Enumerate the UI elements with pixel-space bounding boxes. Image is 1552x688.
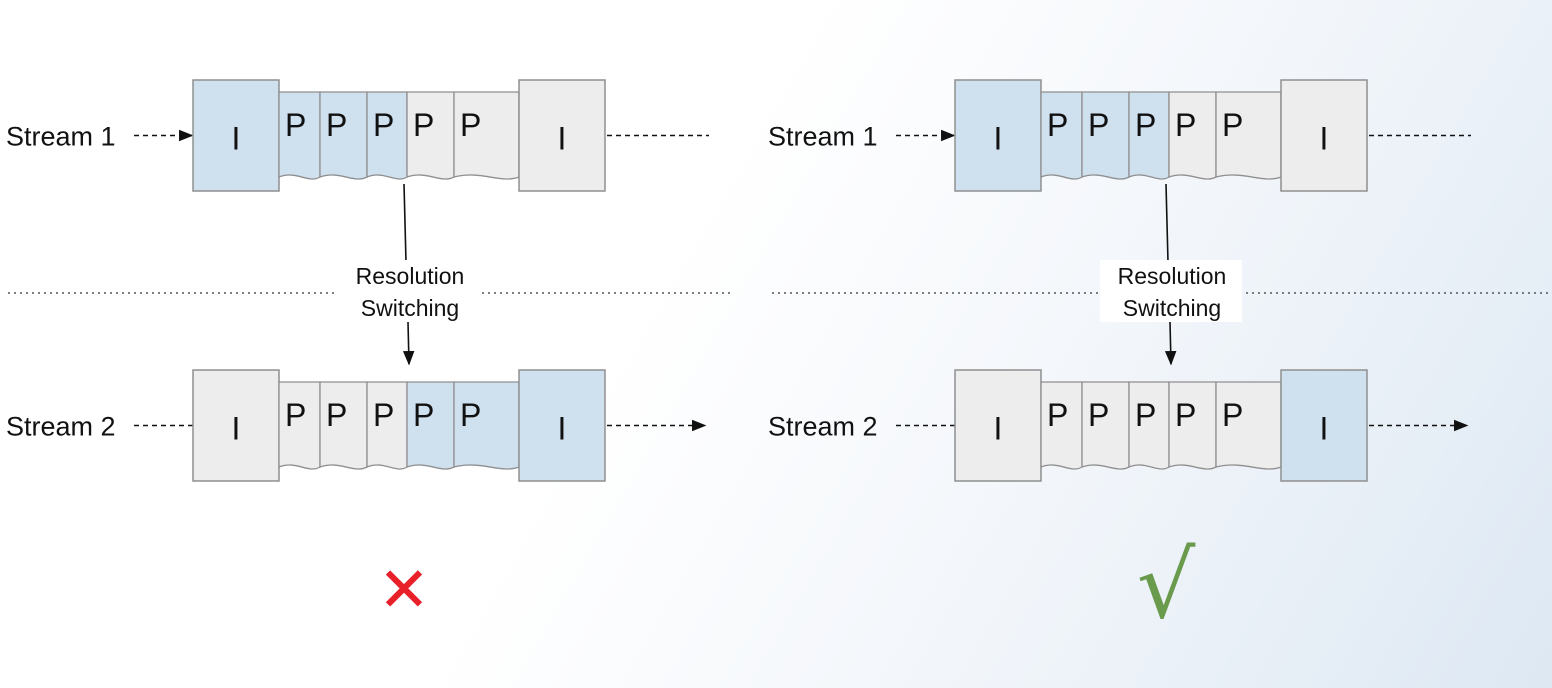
p-frame-label: P: [1175, 107, 1196, 143]
p-frame-label: P: [413, 397, 434, 433]
p-frame-stream1-3: P: [1128, 91, 1170, 180]
p-frame-stream2-5: P: [1215, 381, 1282, 470]
p-frame-stream2-2: P: [319, 381, 368, 470]
p-frame-label: P: [285, 107, 306, 143]
p-frame-label: P: [1088, 397, 1109, 433]
p-frame-label: P: [1088, 107, 1109, 143]
i-frame-stream1-0: I: [954, 79, 1042, 192]
i-frame-label: I: [558, 411, 567, 447]
check-icon: √: [1137, 532, 1196, 639]
i-frame-label: I: [1320, 121, 1329, 157]
p-frame-stream1-5: P: [453, 91, 520, 180]
switch-label-background: [338, 260, 480, 322]
switch-line: [1165, 183, 1169, 263]
cross-icon: ✕: [378, 553, 430, 626]
p-frame-label: P: [413, 107, 434, 143]
p-frame-stream1-2: P: [1081, 91, 1130, 180]
p-frame-label: P: [1135, 397, 1156, 433]
p-frame-stream2-5: P: [453, 381, 520, 470]
p-frame-stream2-4: P: [1168, 381, 1217, 470]
p-frame-stream1-5: P: [1215, 91, 1282, 180]
p-frame-label: P: [285, 397, 306, 433]
i-frame-label: I: [558, 121, 567, 157]
i-frame-stream1-0: I: [192, 79, 280, 192]
p-frame-stream1-4: P: [1168, 91, 1217, 180]
i-frame-box: [954, 369, 1042, 482]
p-frame-label: P: [1047, 107, 1068, 143]
i-frame-stream2-6: I: [1280, 369, 1368, 482]
stream1-label: Stream 1: [768, 122, 878, 152]
i-frame-label: I: [232, 121, 241, 157]
switch-label-line-1: Switching: [361, 295, 459, 321]
i-frame-box: [192, 369, 280, 482]
i-frame-stream2-0: I: [192, 369, 280, 482]
p-frame-label: P: [326, 107, 347, 143]
switch-label-line-0: Resolution: [356, 263, 465, 289]
i-frame-box: [518, 369, 606, 482]
i-frame-stream1-6: I: [1280, 79, 1368, 192]
p-frame-label: P: [460, 397, 481, 433]
i-frame-label: I: [994, 121, 1003, 157]
p-frame-stream2-4: P: [406, 381, 455, 470]
p-frame-label: P: [373, 107, 394, 143]
p-frame-stream2-3: P: [366, 381, 408, 470]
switch-arrow: [1164, 321, 1177, 366]
p-frame-stream2-1: P: [278, 381, 321, 470]
i-frame-box: [1280, 79, 1368, 192]
p-frame-stream1-3: P: [366, 91, 408, 180]
i-frame-label: I: [1320, 411, 1329, 447]
i-frame-stream2-0: I: [954, 369, 1042, 482]
p-frame-label: P: [1222, 107, 1243, 143]
switch-arrow: [402, 321, 415, 366]
stream2-label: Stream 2: [768, 412, 878, 442]
p-frame-label: P: [373, 397, 394, 433]
switch-label-background: [1100, 260, 1242, 322]
p-frame-stream2-3: P: [1128, 381, 1170, 470]
i-frame-box: [1280, 369, 1368, 482]
p-frame-label: P: [1222, 397, 1243, 433]
p-frame-stream1-1: P: [1040, 91, 1083, 180]
p-frame-label: P: [1175, 397, 1196, 433]
i-frame-label: I: [994, 411, 1003, 447]
i-frame-stream2-6: I: [518, 369, 606, 482]
i-frame-label: I: [232, 411, 241, 447]
p-frame-label: P: [1135, 107, 1156, 143]
i-frame-box: [518, 79, 606, 192]
i-frame-stream1-6: I: [518, 79, 606, 192]
p-frame-stream1-4: P: [406, 91, 455, 180]
p-frame-stream2-1: P: [1040, 381, 1083, 470]
switch-label-line-0: Resolution: [1118, 263, 1227, 289]
i-frame-box: [954, 79, 1042, 192]
p-frame-label: P: [1047, 397, 1068, 433]
p-frame-stream1-1: P: [278, 91, 321, 180]
p-frame-label: P: [460, 107, 481, 143]
stream1-label: Stream 1: [6, 122, 116, 152]
p-frame-stream1-2: P: [319, 91, 368, 180]
p-frame-stream2-2: P: [1081, 381, 1130, 470]
stream2-label: Stream 2: [6, 412, 116, 442]
switch-label-line-1: Switching: [1123, 295, 1221, 321]
p-frame-label: P: [326, 397, 347, 433]
switch-line: [403, 183, 407, 263]
